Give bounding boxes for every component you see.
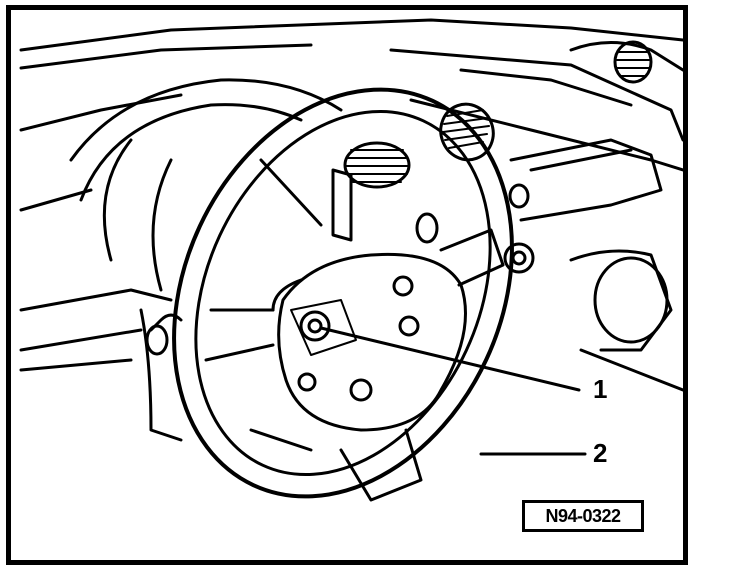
figure-frame: 1 2 xyxy=(6,5,688,565)
steering-wheel-illustration xyxy=(19,18,683,502)
callout-label-1: 1 xyxy=(593,374,608,404)
leader-lines xyxy=(319,326,587,456)
figure-code-label: N94-0322 xyxy=(522,500,644,532)
steering-column xyxy=(139,158,353,442)
instrument-hood xyxy=(69,78,343,292)
vent-center xyxy=(343,141,411,189)
airbag-unit xyxy=(271,252,467,432)
callout-label-2: 2 xyxy=(593,438,608,468)
steering-wheel-rim xyxy=(172,87,514,499)
dash-right-panel xyxy=(415,138,683,392)
vent-far-right xyxy=(613,40,653,84)
steering-wheel-spokes xyxy=(204,228,505,502)
vent-right xyxy=(439,102,495,162)
